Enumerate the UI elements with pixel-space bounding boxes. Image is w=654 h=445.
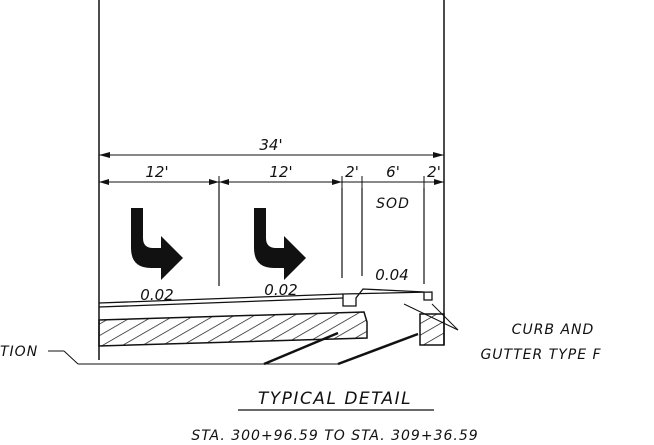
curb-callout-line2: GUTTER TYPE F <box>480 347 601 363</box>
left-callout-leader <box>48 331 419 366</box>
pavement-section <box>98 288 433 308</box>
sod-label: SOD <box>376 196 410 212</box>
gutter-left-width: 2' <box>345 163 359 181</box>
sod-slope: 0.04 <box>375 266 408 284</box>
overall-dimension-label: 34' <box>259 136 282 154</box>
gutter-right-width: 2' <box>427 163 441 181</box>
left-callout-text: TION <box>0 344 38 360</box>
lane-2-width: 12' <box>269 163 292 181</box>
curb-leader <box>403 303 459 331</box>
station-range: STA. 300+96.59 TO STA. 309+36.59 <box>191 428 478 444</box>
curb-callout-line1: CURB AND <box>512 322 595 338</box>
lane-1-width: 12' <box>145 163 168 181</box>
detail-title: TYPICAL DETAIL <box>258 389 412 409</box>
sod-width: 6' <box>386 163 400 181</box>
base-course-hatch <box>98 311 445 347</box>
lane-1-slope: 0.02 <box>140 286 173 304</box>
overall-dimension <box>99 152 444 158</box>
right-turn-arrow-icon <box>254 208 306 280</box>
lane-2-slope: 0.02 <box>264 281 297 299</box>
right-turn-arrow-icon <box>131 208 183 280</box>
segment-dimensions <box>99 176 444 188</box>
